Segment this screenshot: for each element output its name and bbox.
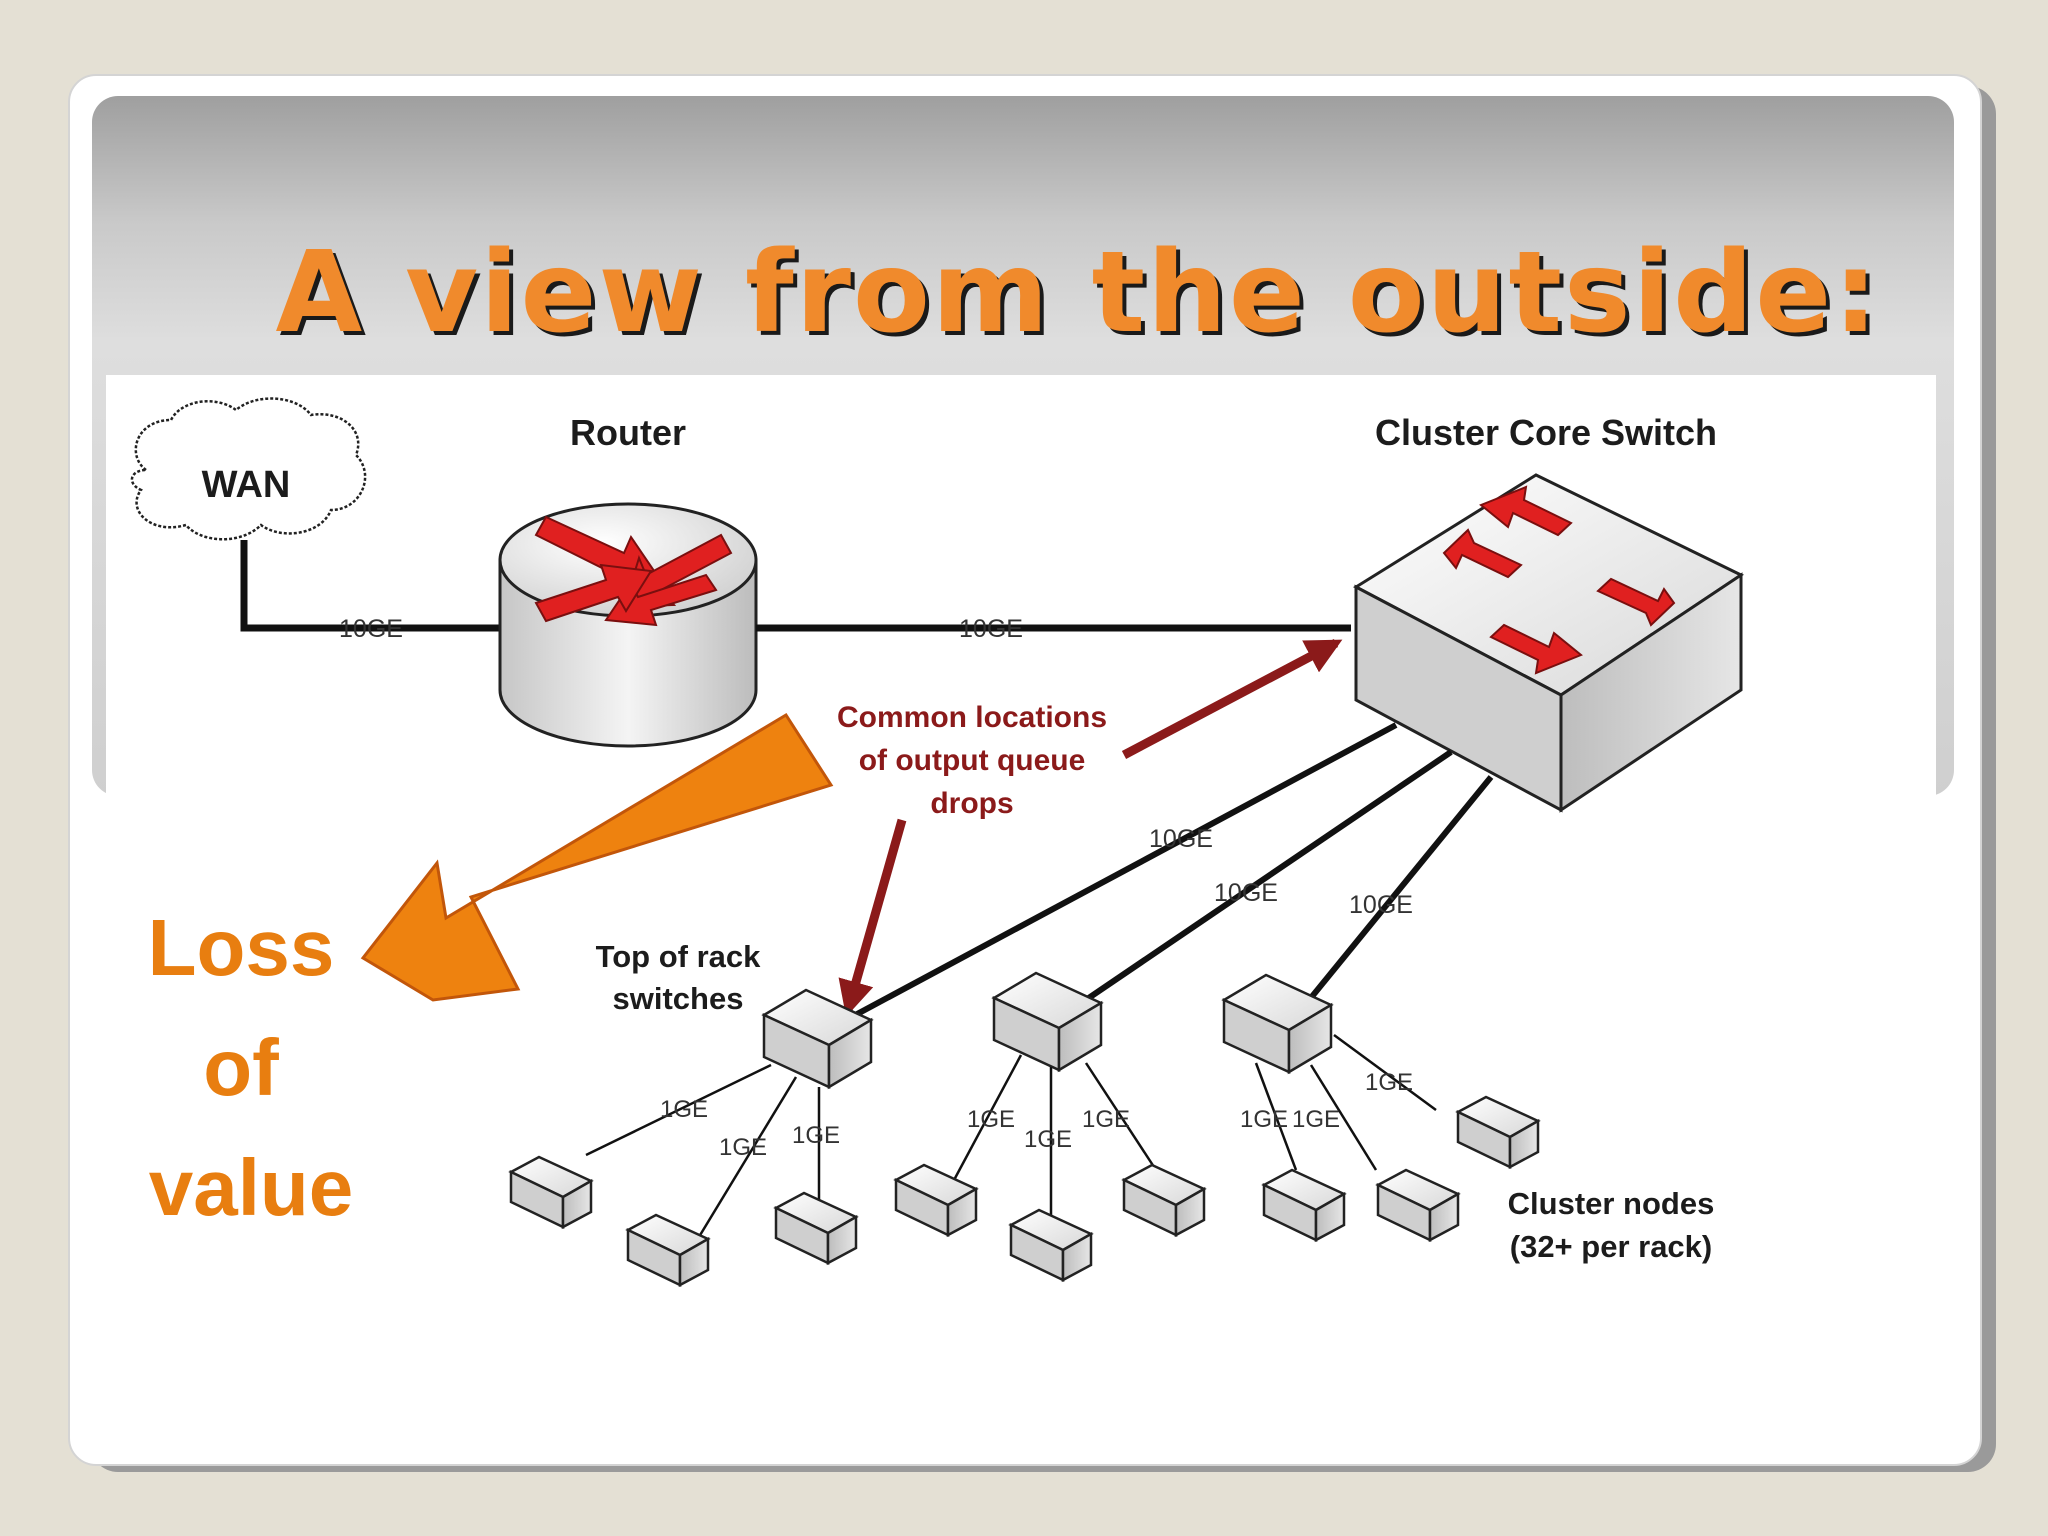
core-tor3-speed: 10GE [1349,891,1413,919]
rack3-speed-a: 1GE [1240,1106,1288,1133]
cluster-node [625,1213,711,1288]
queue-drops-line1: Common locations [837,701,1107,734]
core-switch-icon [1352,473,1745,813]
wan-router-speed: 10GE [339,615,403,643]
loss-callout-line2: of [203,1023,279,1112]
cluster-node [1375,1168,1461,1243]
rack3-speed-c: 1GE [1365,1069,1413,1096]
rack2-speed-c: 1GE [1082,1106,1130,1133]
cluster-node [1455,1095,1541,1170]
wan-label: WAN [202,464,291,506]
tor-switch-1 [761,988,874,1090]
cluster-node [508,1155,594,1230]
cluster-nodes-label-line1: Cluster nodes [1508,1186,1715,1221]
rack1-speed-b: 1GE [719,1134,767,1161]
rack1-node-links [585,1063,821,1256]
rack2-speed-a: 1GE [967,1106,1015,1133]
cluster-node [1121,1163,1207,1238]
tor-switch-3 [1221,973,1334,1075]
wan-router-link [240,540,501,632]
tor-label-line2: switches [613,981,744,1016]
router-core-speed: 10GE [959,615,1023,643]
core-tor3-link [1298,775,1494,1012]
drop-arrow-core [1121,639,1343,759]
cluster-node [773,1191,859,1266]
router-icon [498,502,758,748]
core-tor2-speed: 10GE [1214,879,1278,907]
core-tor1-speed: 10GE [1149,825,1213,853]
loss-callout-arrow [360,712,834,1002]
core-switch-label: Cluster Core Switch [1375,412,1717,453]
rack2-node-links [944,1054,1158,1225]
rack2-speed-b: 1GE [1024,1126,1072,1153]
loss-callout-line1: Loss [148,903,335,992]
cluster-node [893,1163,979,1238]
network-diagram: WAN 10GE Router 10GE Cluster Core Switch… [106,375,1936,1300]
core-tor2-link [1069,749,1453,1013]
cluster-node [1008,1208,1094,1283]
drop-arrow-tor [838,818,907,1017]
queue-drops-line3: drops [930,787,1013,820]
network-diagram-svg: WAN 10GE Router 10GE Cluster Core Switch… [130,397,1745,1288]
cluster-node [1261,1168,1347,1243]
slide-title: A view from the outside: [275,228,1880,358]
loss-callout-line3: value [149,1143,354,1232]
cluster-nodes-label-line2: (32+ per rack) [1510,1229,1712,1264]
rack1-speed-c: 1GE [792,1122,840,1149]
rack3-node-links [1254,1033,1437,1171]
tor-switch-2 [991,971,1104,1073]
rack3-speed-b: 1GE [1292,1106,1340,1133]
tor-label-line1: Top of rack [596,939,762,974]
queue-drops-line2: of output queue [859,744,1086,777]
wan-cloud [130,397,367,541]
core-tor1-link [844,722,1398,1023]
router-label: Router [570,412,686,453]
rack1-speed-a: 1GE [660,1096,708,1123]
